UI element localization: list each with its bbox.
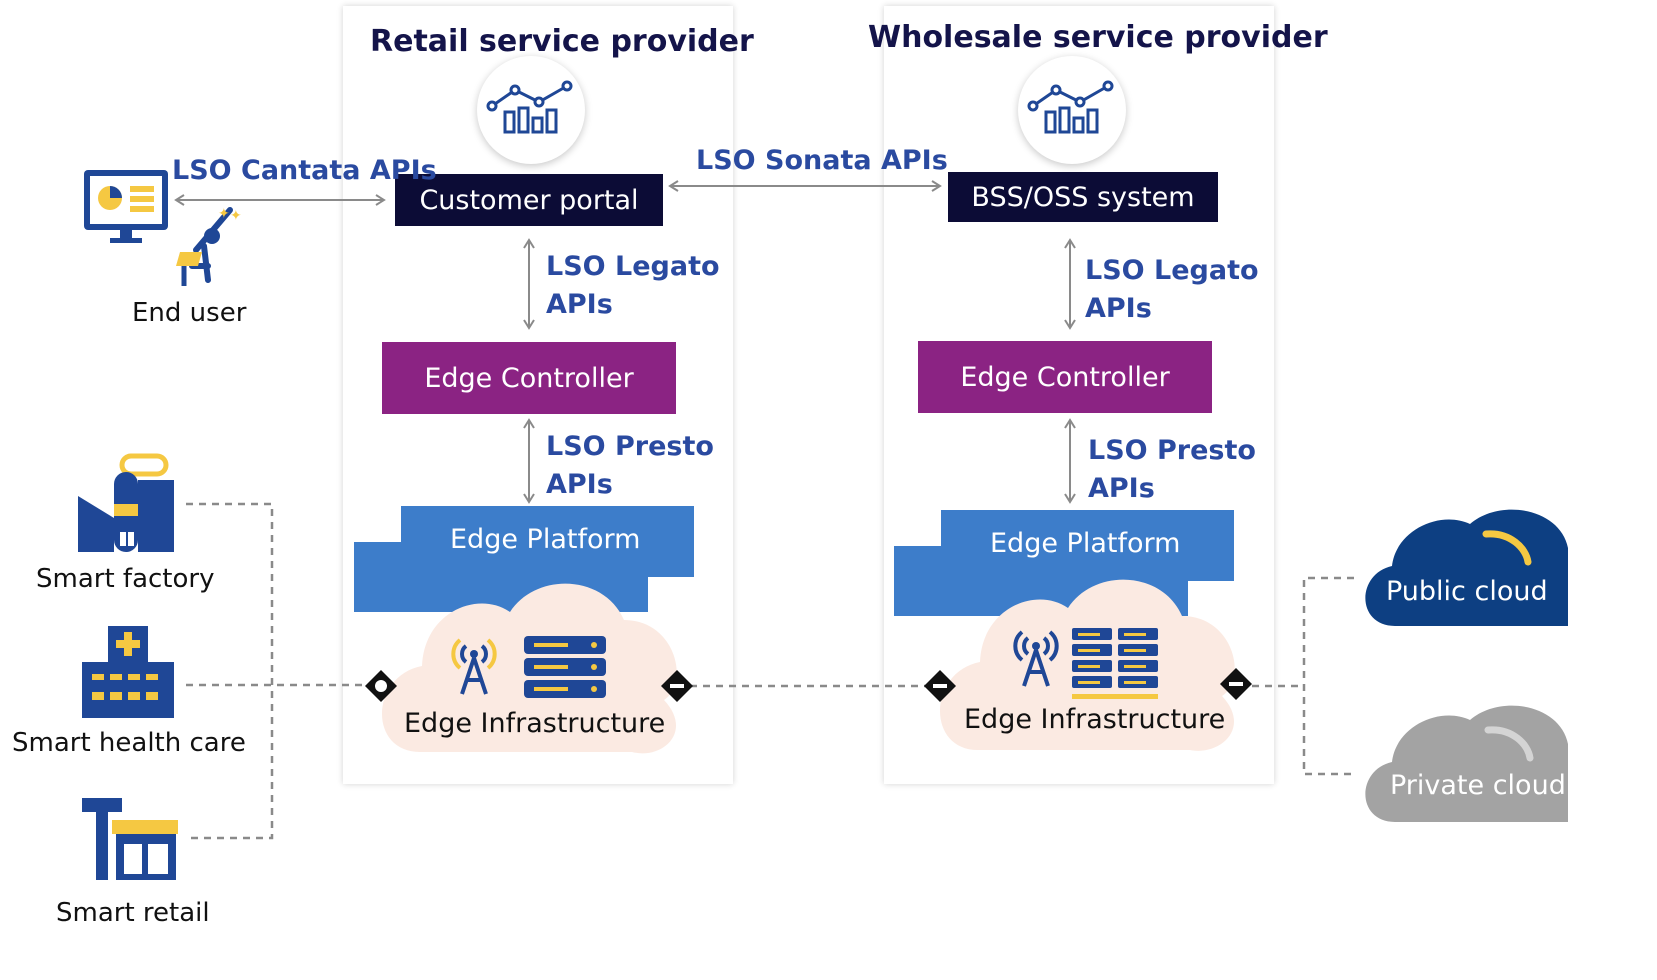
retail-presto-line1: LSO Presto [546, 431, 714, 462]
smart-health-care-label: Smart health care [12, 728, 246, 758]
wholesale-presto-label: LSO Presto APIs [1088, 432, 1256, 508]
retail-legato-line2: APIs [546, 289, 613, 320]
wholesale-edge-platform-label: Edge Platform [990, 528, 1181, 559]
retail-antenna-icon [451, 638, 497, 695]
wholesale-edge-controller-box: Edge Controller [918, 341, 1212, 413]
retail-right-connector [661, 670, 693, 702]
retail-title: Retail service provider [370, 24, 754, 59]
public-cloud-label: Public cloud [1386, 576, 1548, 607]
customer-portal-box: Customer portal [395, 174, 663, 226]
store-icon [82, 798, 178, 880]
private-cloud-arc [1484, 726, 1534, 762]
smart-retail-label: Smart retail [56, 898, 210, 928]
wholesale-server-rack-icon [1072, 628, 1158, 699]
smart-factory-label: Smart factory [36, 564, 215, 594]
wholesale-title: Wholesale service provider [868, 20, 1328, 55]
retail-server-icon [524, 636, 606, 698]
retail-edge-platform-shape [354, 506, 694, 612]
wholesale-legato-line1: LSO Legato [1085, 255, 1259, 286]
private-cloud-shape [1365, 705, 1568, 822]
end-user-label: End user [132, 298, 247, 328]
end-user-icon: ✦ ✦ [84, 170, 242, 286]
public-cloud-shape [1365, 509, 1568, 626]
svg-text:✦: ✦ [230, 208, 242, 224]
factory-icon [78, 453, 174, 552]
wholesale-legato-line2: APIs [1085, 293, 1152, 324]
wholesale-edge-infrastructure-label: Edge Infrastructure [964, 704, 1226, 735]
wholesale-presto-line1: LSO Presto [1088, 435, 1256, 466]
retail-legato-line1: LSO Legato [546, 251, 720, 282]
retail-edge-controller-box: Edge Controller [382, 342, 676, 414]
wholesale-right-connector [1220, 668, 1252, 700]
retail-edge-platform-label: Edge Platform [450, 524, 641, 555]
cantata-api-label: LSO Cantata APIs [172, 155, 437, 186]
retail-analytics-icon [477, 56, 585, 164]
retail-presto-line2: APIs [546, 469, 613, 500]
wholesale-left-connector [924, 670, 956, 702]
svg-text:✦: ✦ [218, 206, 230, 222]
retail-left-connector [365, 670, 397, 702]
hospital-icon [82, 626, 174, 718]
wholesale-legato-label: LSO Legato APIs [1085, 252, 1259, 328]
retail-edge-infrastructure-label: Edge Infrastructure [404, 708, 666, 739]
bss-oss-system-box: BSS/OSS system [948, 172, 1218, 222]
wholesale-edge-platform-shape [894, 510, 1234, 616]
public-cloud-arc [1482, 530, 1532, 566]
wholesale-presto-line2: APIs [1088, 473, 1155, 504]
wholesale-analytics-icon [1018, 56, 1126, 164]
retail-legato-label: LSO Legato APIs [546, 248, 720, 324]
dashed-connections [186, 502, 1354, 840]
private-cloud-label: Private cloud [1390, 770, 1566, 801]
sonata-api-label: LSO Sonata APIs [696, 145, 948, 176]
retail-presto-label: LSO Presto APIs [546, 428, 714, 504]
wholesale-antenna-icon [1013, 630, 1059, 687]
